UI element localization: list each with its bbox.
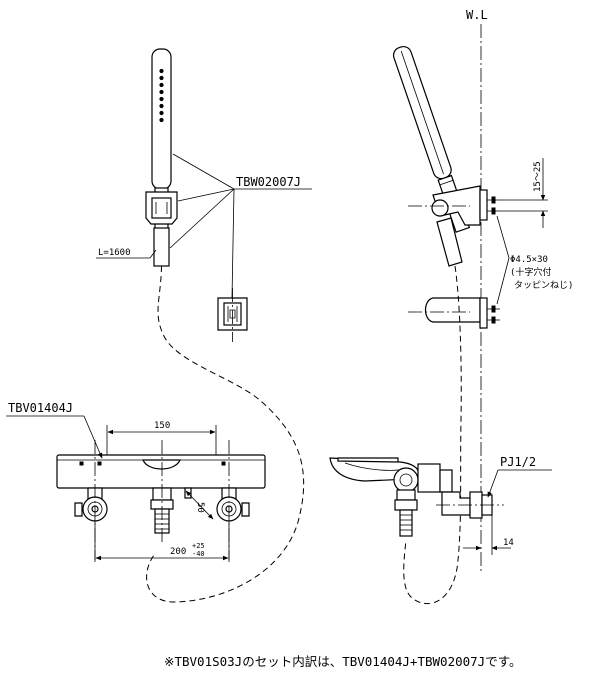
spray-nozzles [159,68,164,123]
dim-200-plus: +25 [192,542,205,550]
leader-tbw02007j [169,153,312,299]
shower-hose-front [146,265,305,603]
dim-15-25 [500,158,548,228]
side-mixer-body [329,457,504,537]
front-hand-shower [145,48,178,267]
dim-14 [463,515,511,555]
label-pipe-thread: PJ1/2 [500,455,536,469]
wall-holder-detail [217,288,248,342]
screw-leader [496,215,510,305]
dim-200 [94,520,230,562]
footnote: ※TBV01S03Jのセット内訳は、TBV01404J+TBW02007Jです。 [164,654,521,669]
dim-15-25-text: 15～25 [533,161,543,192]
dim-50-text: 50 [195,502,205,513]
dim-50 [185,490,214,520]
label-tbw02007j: TBW02007J [236,175,301,189]
side-shower-grip [436,217,463,267]
dim-150 [106,425,217,455]
dim-150-text: 150 [154,421,170,431]
front-mixer-body [56,454,266,534]
label-hose-length: L=1600 [98,248,131,258]
side-upper-holder [408,185,500,226]
label-wl: W.L [466,8,488,22]
side-lower-holder [408,297,500,329]
dim-200-minus: -40 [192,550,205,558]
shower-hose-side [403,265,462,605]
screw-spec-line2: (十字穴付 [510,266,551,278]
label-tbv01404j: TBV01404J [8,401,73,415]
screw-spec-line1: Φ4.5×30 [510,255,548,265]
dim-14-text: 14 [503,538,514,548]
screw-spec-line3: タッピンねじ) [514,280,573,291]
dim-200-text: 200 [170,547,186,557]
